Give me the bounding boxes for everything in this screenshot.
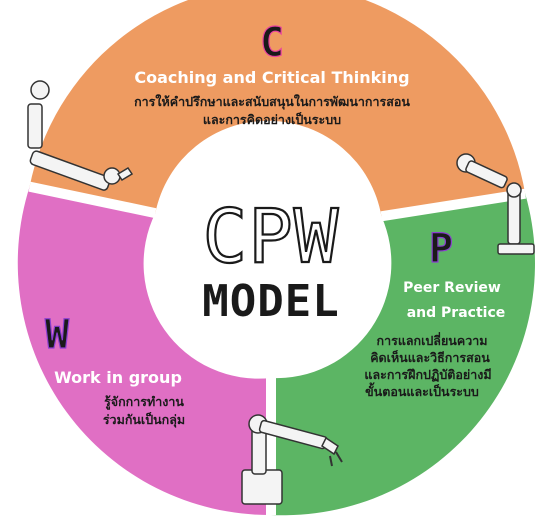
segment-w (17, 186, 272, 516)
body-c-line1: การให้คำปรึกษาและสนับสนุนในการพัฒนาการสอ… (134, 94, 410, 110)
divider (28, 181, 157, 218)
title-p-line1: Peer Review (403, 280, 501, 296)
body-p-line3: และการฝึกปฏิบัติอย่างมี (364, 367, 491, 383)
segment-p (271, 193, 535, 516)
center-title: CPW (203, 194, 340, 280)
letter-c: C (260, 20, 284, 66)
body-p-line4: ขั้นตอนและเป็นระบบ (365, 382, 479, 399)
title-p-line2: and Practice (407, 305, 506, 321)
title-c: Coaching and Critical Thinking (134, 68, 409, 87)
body-p-line1: การแลกเปลี่ยนความ (377, 332, 488, 348)
center-subtitle: MODEL (202, 276, 339, 327)
robot-arm-icon (456, 153, 535, 255)
robot-arm-icon (27, 80, 134, 191)
body-w-line2: ร่วมกันเป็นกลุ่ม (103, 412, 185, 428)
letter-w: W (45, 312, 70, 358)
body-c-line2: และการคิดอย่างเป็นระบบ (203, 112, 341, 127)
segment-c (29, 0, 526, 217)
divider (380, 188, 526, 222)
letter-p: P (429, 226, 453, 272)
title-w: Work in group (54, 368, 182, 387)
body-p-line2: คิดเห็นและวิธีการสอน (370, 350, 490, 365)
center-circle (159, 151, 383, 375)
body-w-line1: รู้จักการทำงาน (104, 394, 184, 410)
robot-arm-icon (241, 414, 343, 505)
